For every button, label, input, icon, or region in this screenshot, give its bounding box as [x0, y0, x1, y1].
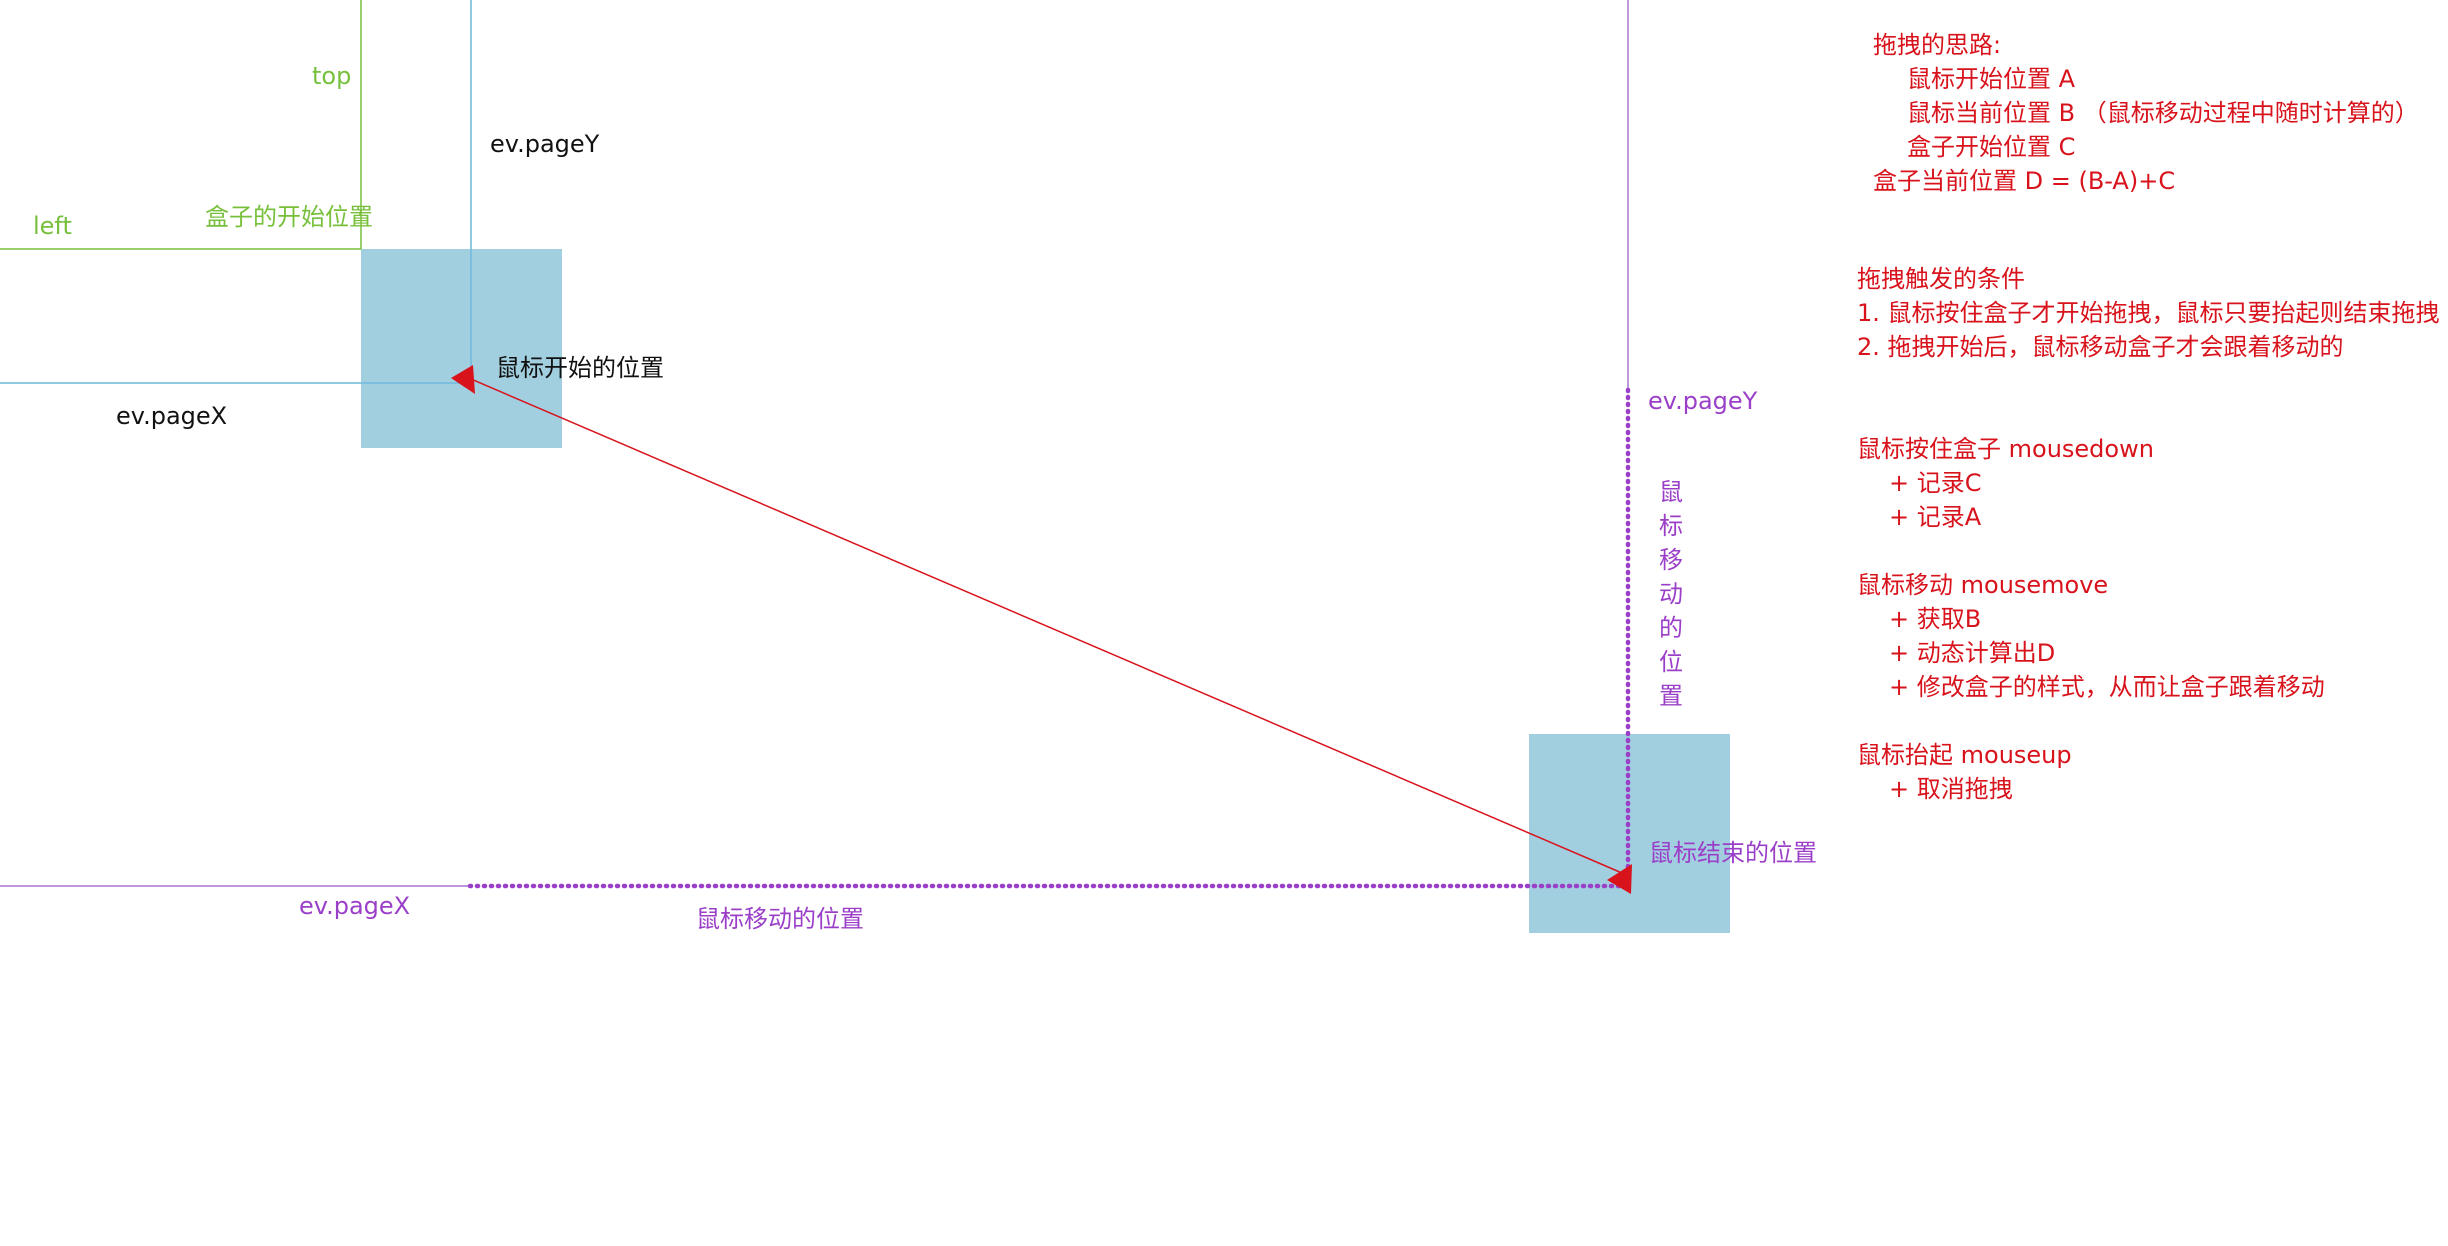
mouseup-title: 鼠标抬起 mouseup: [1857, 741, 2072, 769]
conditions-title: 拖拽触发的条件: [1857, 265, 2025, 293]
mouseup-step-1: + 取消拖拽: [1889, 775, 2013, 803]
vertical-char: 标: [1659, 512, 1683, 540]
end-arrowhead: [1607, 864, 1632, 894]
mouse-end-position-label: 鼠标结束的位置: [1649, 839, 1817, 867]
vertical-char: 置: [1659, 682, 1683, 710]
mouse-move-position-h-label: 鼠标移动的位置: [696, 905, 864, 933]
box-start-position-label: 盒子的开始位置: [205, 203, 373, 231]
idea-line-d: 盒子当前位置 D = (B-A)+C: [1873, 167, 2176, 195]
mousedown-step-1: + 记录C: [1889, 469, 1982, 497]
idea-line-b: 鼠标当前位置 B （鼠标移动过程中随时计算的）: [1907, 99, 2419, 127]
vertical-char: 动: [1659, 580, 1683, 608]
condition-2: 2. 拖拽开始后，鼠标移动盒子才会跟着移动的: [1857, 333, 2344, 361]
start-pageX-label: ev.pageX: [116, 402, 228, 430]
end-pageX-label: ev.pageX: [299, 892, 411, 920]
vertical-char: 鼠: [1659, 478, 1683, 506]
mousemove-step-3: + 修改盒子的样式，从而让盒子跟着移动: [1889, 673, 2325, 701]
idea-line-a: 鼠标开始位置 A: [1907, 65, 2076, 93]
vertical-char: 位: [1659, 648, 1683, 676]
drag-idea-block: 拖拽的思路: 鼠标开始位置 A 鼠标当前位置 B （鼠标移动过程中随时计算的） …: [1873, 28, 2419, 198]
idea-line-c: 盒子开始位置 C: [1907, 133, 2076, 161]
mouse-start-position-label: 鼠标开始的位置: [496, 354, 664, 382]
mousemove-step-2: + 动态计算出D: [1889, 639, 2056, 667]
mousemove-title: 鼠标移动 mousemove: [1857, 571, 2109, 599]
idea-title: 拖拽的思路:: [1873, 31, 2002, 59]
mousedown-step-2: + 记录A: [1889, 503, 1982, 531]
vertical-char: 移: [1659, 546, 1683, 574]
vertical-char: 的: [1659, 614, 1683, 642]
mouse-move-position-v-label: 鼠 标 移 动 的 位 置: [1656, 475, 1686, 713]
mousemove-step-1: + 获取B: [1889, 605, 1982, 633]
drag-notes-block: 拖拽触发的条件 1. 鼠标按住盒子才开始拖拽，鼠标只要抬起则结束拖拽 2. 拖拽…: [1857, 262, 2440, 806]
start-arrowhead: [451, 365, 475, 394]
start-pageY-label: ev.pageY: [490, 130, 600, 158]
box-start: [361, 249, 562, 448]
end-pageY-label: ev.pageY: [1648, 387, 1758, 415]
left-label: left: [33, 212, 72, 240]
condition-1: 1. 鼠标按住盒子才开始拖拽，鼠标只要抬起则结束拖拽: [1857, 299, 2440, 327]
drag-line: [470, 378, 1623, 874]
mousedown-title: 鼠标按住盒子 mousedown: [1857, 435, 2154, 463]
top-label: top: [312, 62, 352, 90]
